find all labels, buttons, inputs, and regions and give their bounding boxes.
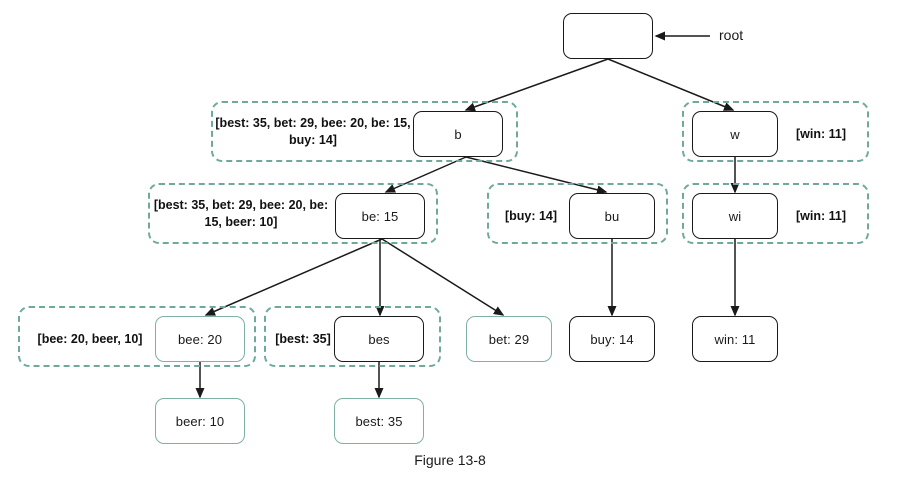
edge-be15-to-bee20 — [204, 238, 383, 316]
trie-node-win11: win: 11 — [692, 316, 778, 362]
trie-node-label: bu — [604, 208, 620, 224]
annotation-label-ann-be15: [best: 35, bet: 29, bee: 20, be: 15, bee… — [153, 197, 329, 229]
annotation-label-ann-wi: [win: 11] — [795, 208, 846, 223]
trie-node-label: buy: 14 — [590, 331, 634, 347]
trie-node-label: b — [454, 126, 462, 142]
edge-be15-to-bet29 — [381, 238, 505, 316]
annotation-label-ann-bes: [best: 35] — [275, 331, 331, 346]
trie-node-label: w — [730, 126, 740, 142]
annotation-box-ann-b — [211, 101, 518, 162]
annotation-label-ann-b: [best: 35, bet: 29, bee: 20, be: 15, buy… — [215, 115, 411, 147]
trie-node-label: win: 11 — [714, 331, 756, 347]
trie-node-label: bet: 29 — [488, 331, 530, 347]
annotation-label-ann-w: [win: 11] — [795, 126, 846, 141]
annotation-box-ann-w — [682, 101, 869, 162]
trie-node-b: b — [413, 111, 503, 157]
trie-node-bes: bes — [334, 316, 424, 362]
annotation-label-ann-bu: [buy: 14] — [504, 208, 558, 223]
trie-node-beer10: beer: 10 — [155, 398, 245, 444]
trie-node-label: bee: 20 — [177, 331, 223, 347]
annotation-box-ann-wi — [682, 183, 869, 244]
trie-node-wi: wi — [692, 193, 778, 239]
trie-node-label: wi — [728, 208, 742, 224]
annotation-label-ann-bee20: [bee: 20, beer, 10] — [37, 331, 143, 346]
trie-node-best35: best: 35 — [334, 398, 424, 444]
trie-node-bu: bu — [569, 193, 655, 239]
trie-node-buy14: buy: 14 — [569, 316, 655, 362]
figure-caption: Figure 13-8 — [414, 452, 486, 468]
trie-node-label: be: 15 — [361, 208, 399, 224]
trie-node-bet29: bet: 29 — [466, 316, 552, 362]
trie-node-be15: be: 15 — [335, 193, 425, 239]
trie-node-bee20: bee: 20 — [155, 316, 245, 362]
trie-node-label: bes — [368, 331, 390, 347]
annotation-box-ann-bee20 — [18, 306, 256, 367]
trie-node-w: w — [692, 111, 778, 157]
trie-node-root — [563, 13, 653, 59]
trie-node-label: beer: 10 — [175, 413, 225, 429]
trie-node-label: best: 35 — [355, 413, 403, 429]
root-pointer-label: root — [719, 27, 744, 43]
